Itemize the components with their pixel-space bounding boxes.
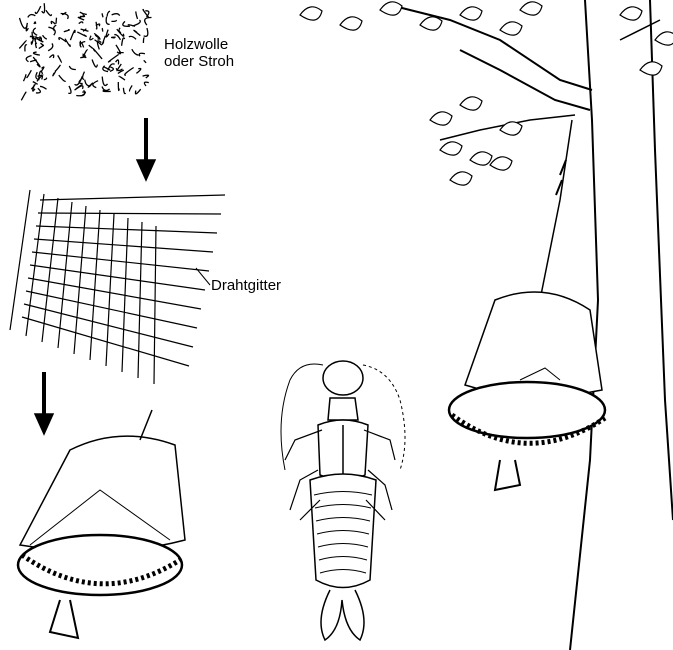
straw-label-line1: Holzwolle bbox=[164, 36, 229, 53]
straw-label-line2: oder Stroh bbox=[164, 53, 235, 70]
wire-mesh-label: Drahtgitter bbox=[211, 277, 282, 294]
straw-label: Holzwolle oder Stroh bbox=[164, 36, 234, 70]
tree bbox=[299, 0, 673, 650]
hanging-flower-pot bbox=[447, 291, 607, 492]
label-leader-line bbox=[195, 267, 211, 286]
straw-bundle bbox=[18, 3, 152, 101]
arrow-down-icon bbox=[33, 372, 55, 436]
flower-pot-with-mesh bbox=[16, 409, 186, 640]
arrow-down-icon bbox=[135, 118, 157, 182]
wire-mesh bbox=[9, 189, 226, 385]
earwig bbox=[280, 360, 406, 642]
